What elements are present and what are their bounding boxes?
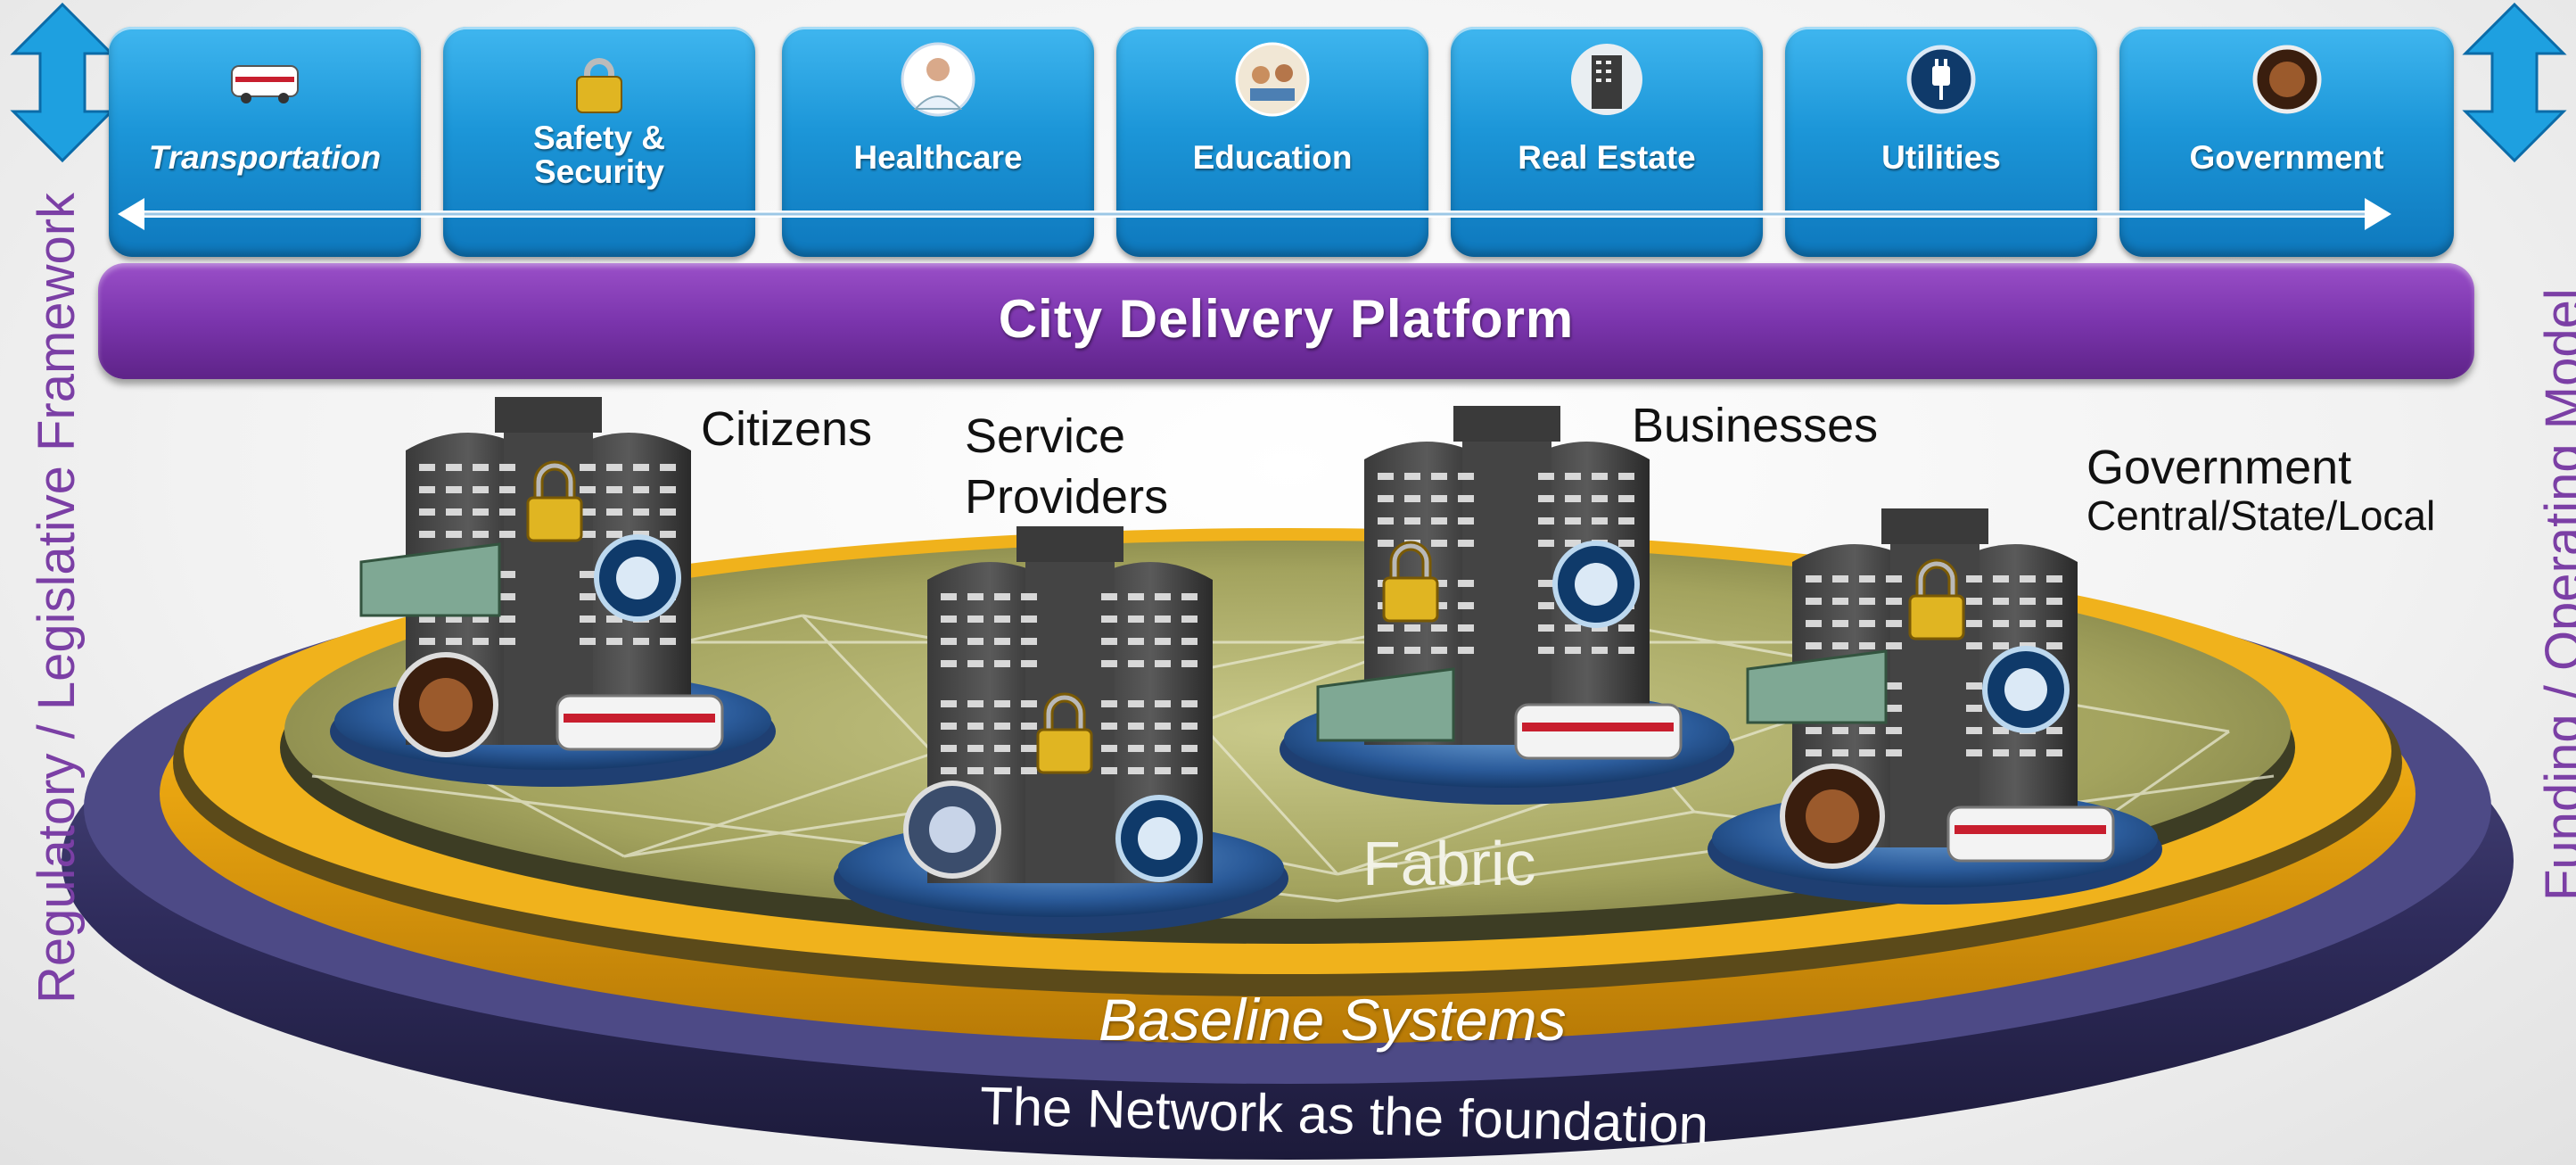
government-subtitle: Central/State/Local [2086,492,2436,539]
city-delivery-platform-bar: City Delivery Platform [98,263,2474,379]
sector-tile-real-estate[interactable]: Real Estate [1451,27,1763,257]
seal-icon [393,652,1885,879]
citizens-label: Citizens [701,402,873,456]
seal-icon [2252,45,2321,114]
sector-label: Safety & Security [443,121,755,189]
sector-label: Real Estate [1518,139,1696,176]
sector-tile-safety-security[interactable]: Safety & Security [443,27,755,257]
sector-row: Transportation Safety & Security Healthc… [109,27,2467,260]
sector-label: Education [1192,139,1353,176]
sector-label: Utilities [1881,139,2001,176]
government-label: Government Central/State/Local [2086,437,2435,546]
power-plug-icon [594,534,2070,882]
service-providers-line2: Providers [965,470,1169,524]
sector-tile-government[interactable]: Government [2119,27,2454,257]
businesses-label: Businesses [1632,399,1879,452]
sector-label-line1: Safety & [532,120,666,156]
bus-icon [231,65,299,103]
padlock-icon [576,58,622,113]
sector-label: Transportation [148,139,382,176]
service-providers-line1: Service [965,409,1126,463]
sector-label-line2: Security [533,153,664,190]
sector-label: Healthcare [853,139,1023,176]
sector-tile-transportation[interactable]: Transportation [109,27,421,257]
platform-label: City Delivery Platform [998,289,1575,349]
service-providers-label: Service Providers [965,406,1168,527]
padlock-icon [526,460,1965,774]
building-icon [1571,44,1642,115]
fabric-label: Fabric [1362,829,1536,898]
bus-icon [556,694,2115,863]
classroom-icon [1235,42,1310,117]
regulatory-framework-label: Regulatory / Legislative Framework [28,192,86,1004]
power-plug-icon [1906,45,1976,114]
sector-label: Government [2189,139,2384,176]
right-double-arrow-icon [2462,2,2567,163]
sector-tile-healthcare[interactable]: Healthcare [782,27,1094,257]
sector-tile-education[interactable]: Education [1116,27,1428,257]
baseline-systems-label: Baseline Systems [1099,987,1567,1053]
building-icon [359,542,1888,742]
doctor-icon [901,42,975,117]
sector-tile-utilities[interactable]: Utilities [1785,27,2097,257]
funding-operating-model-label: Funding / Operating Model [2535,288,2576,901]
government-title: Government [2086,441,2352,494]
left-double-arrow-icon [10,2,115,163]
